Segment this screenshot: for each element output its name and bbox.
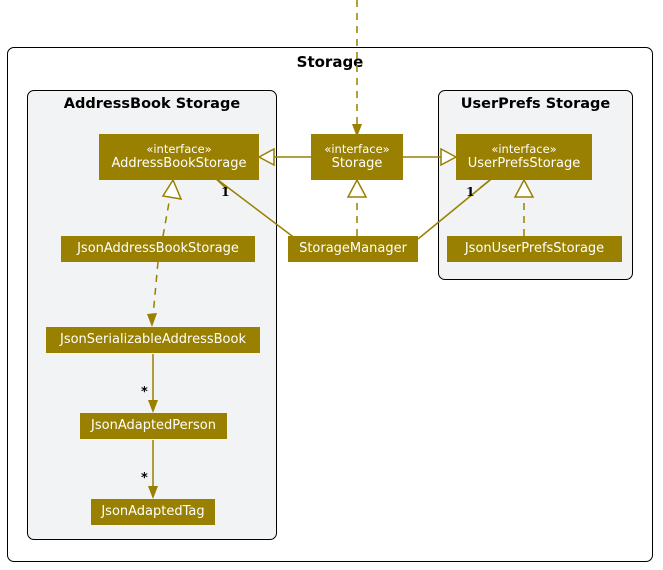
class-addressbookstorage-stereotype: «interface» — [146, 142, 212, 156]
class-jsonuserprefsstorage[interactable]: JsonUserPrefsStorage — [447, 236, 622, 262]
multiplicity-person-tag: * — [141, 471, 148, 486]
package-storage-title: Storage — [296, 53, 364, 71]
class-addressbookstorage[interactable]: «interface» AddressBookStorage — [99, 134, 259, 180]
multiplicity-storagemanager-addressbookstorage: 1 — [221, 184, 230, 199]
class-storage-stereotype: «interface» — [324, 142, 390, 156]
class-jsonserializableaddressbook-name: JsonSerializableAddressBook — [60, 332, 246, 347]
edge-external-to-storage — [352, 0, 362, 137]
package-addressbook-storage-title: AddressBook Storage — [63, 96, 241, 112]
class-jsonaddressbookstorage-name: JsonAddressBookStorage — [77, 241, 239, 256]
class-storagemanager[interactable]: StorageManager — [288, 236, 418, 262]
multiplicity-storagemanager-userprefsstorage: 1 — [466, 184, 475, 199]
package-userprefs-storage-title: UserPrefs Storage — [460, 96, 611, 112]
edge-jsonaddressbookstorage-to-addressbookstorage — [161, 178, 183, 237]
class-jsonadaptedperson[interactable]: JsonAdaptedPerson — [80, 413, 227, 439]
edge-jsonserializableaddressbook-to-jsonadaptedperson — [148, 354, 158, 413]
class-userprefsstorage-stereotype: «interface» — [491, 142, 557, 156]
class-jsonaddressbookstorage[interactable]: JsonAddressBookStorage — [61, 236, 255, 262]
edge-jsonadaptedperson-to-jsonadaptedtag — [148, 440, 158, 499]
class-userprefsstorage[interactable]: «interface» UserPrefsStorage — [456, 134, 592, 180]
class-storagemanager-name: StorageManager — [299, 241, 407, 256]
class-jsonadaptedperson-name: JsonAdaptedPerson — [91, 418, 216, 433]
edge-storage-to-addressbookstorage — [257, 147, 311, 167]
edge-jsonuserprefsstorage-to-userprefsstorage — [513, 178, 535, 236]
class-jsonserializableaddressbook[interactable]: JsonSerializableAddressBook — [46, 327, 260, 353]
edge-storagemanager-to-userprefsstorage-assoc — [417, 173, 497, 240]
edge-storagemanager-to-storage — [346, 178, 368, 236]
class-addressbookstorage-name: AddressBookStorage — [111, 156, 247, 171]
class-jsonadaptedtag-name: JsonAdaptedTag — [101, 504, 205, 519]
class-jsonuserprefsstorage-name: JsonUserPrefsStorage — [464, 241, 605, 256]
class-jsonadaptedtag[interactable]: JsonAdaptedTag — [91, 499, 215, 525]
class-storage-name: Storage — [331, 156, 383, 171]
class-storage[interactable]: «interface» Storage — [311, 134, 403, 180]
edge-storage-to-userprefsstorage — [403, 147, 458, 167]
multiplicity-serializable-person: * — [141, 385, 148, 400]
edge-jsonaddressbookstorage-to-jsonserializableaddressbook — [147, 261, 159, 327]
class-userprefsstorage-name: UserPrefsStorage — [467, 156, 581, 171]
